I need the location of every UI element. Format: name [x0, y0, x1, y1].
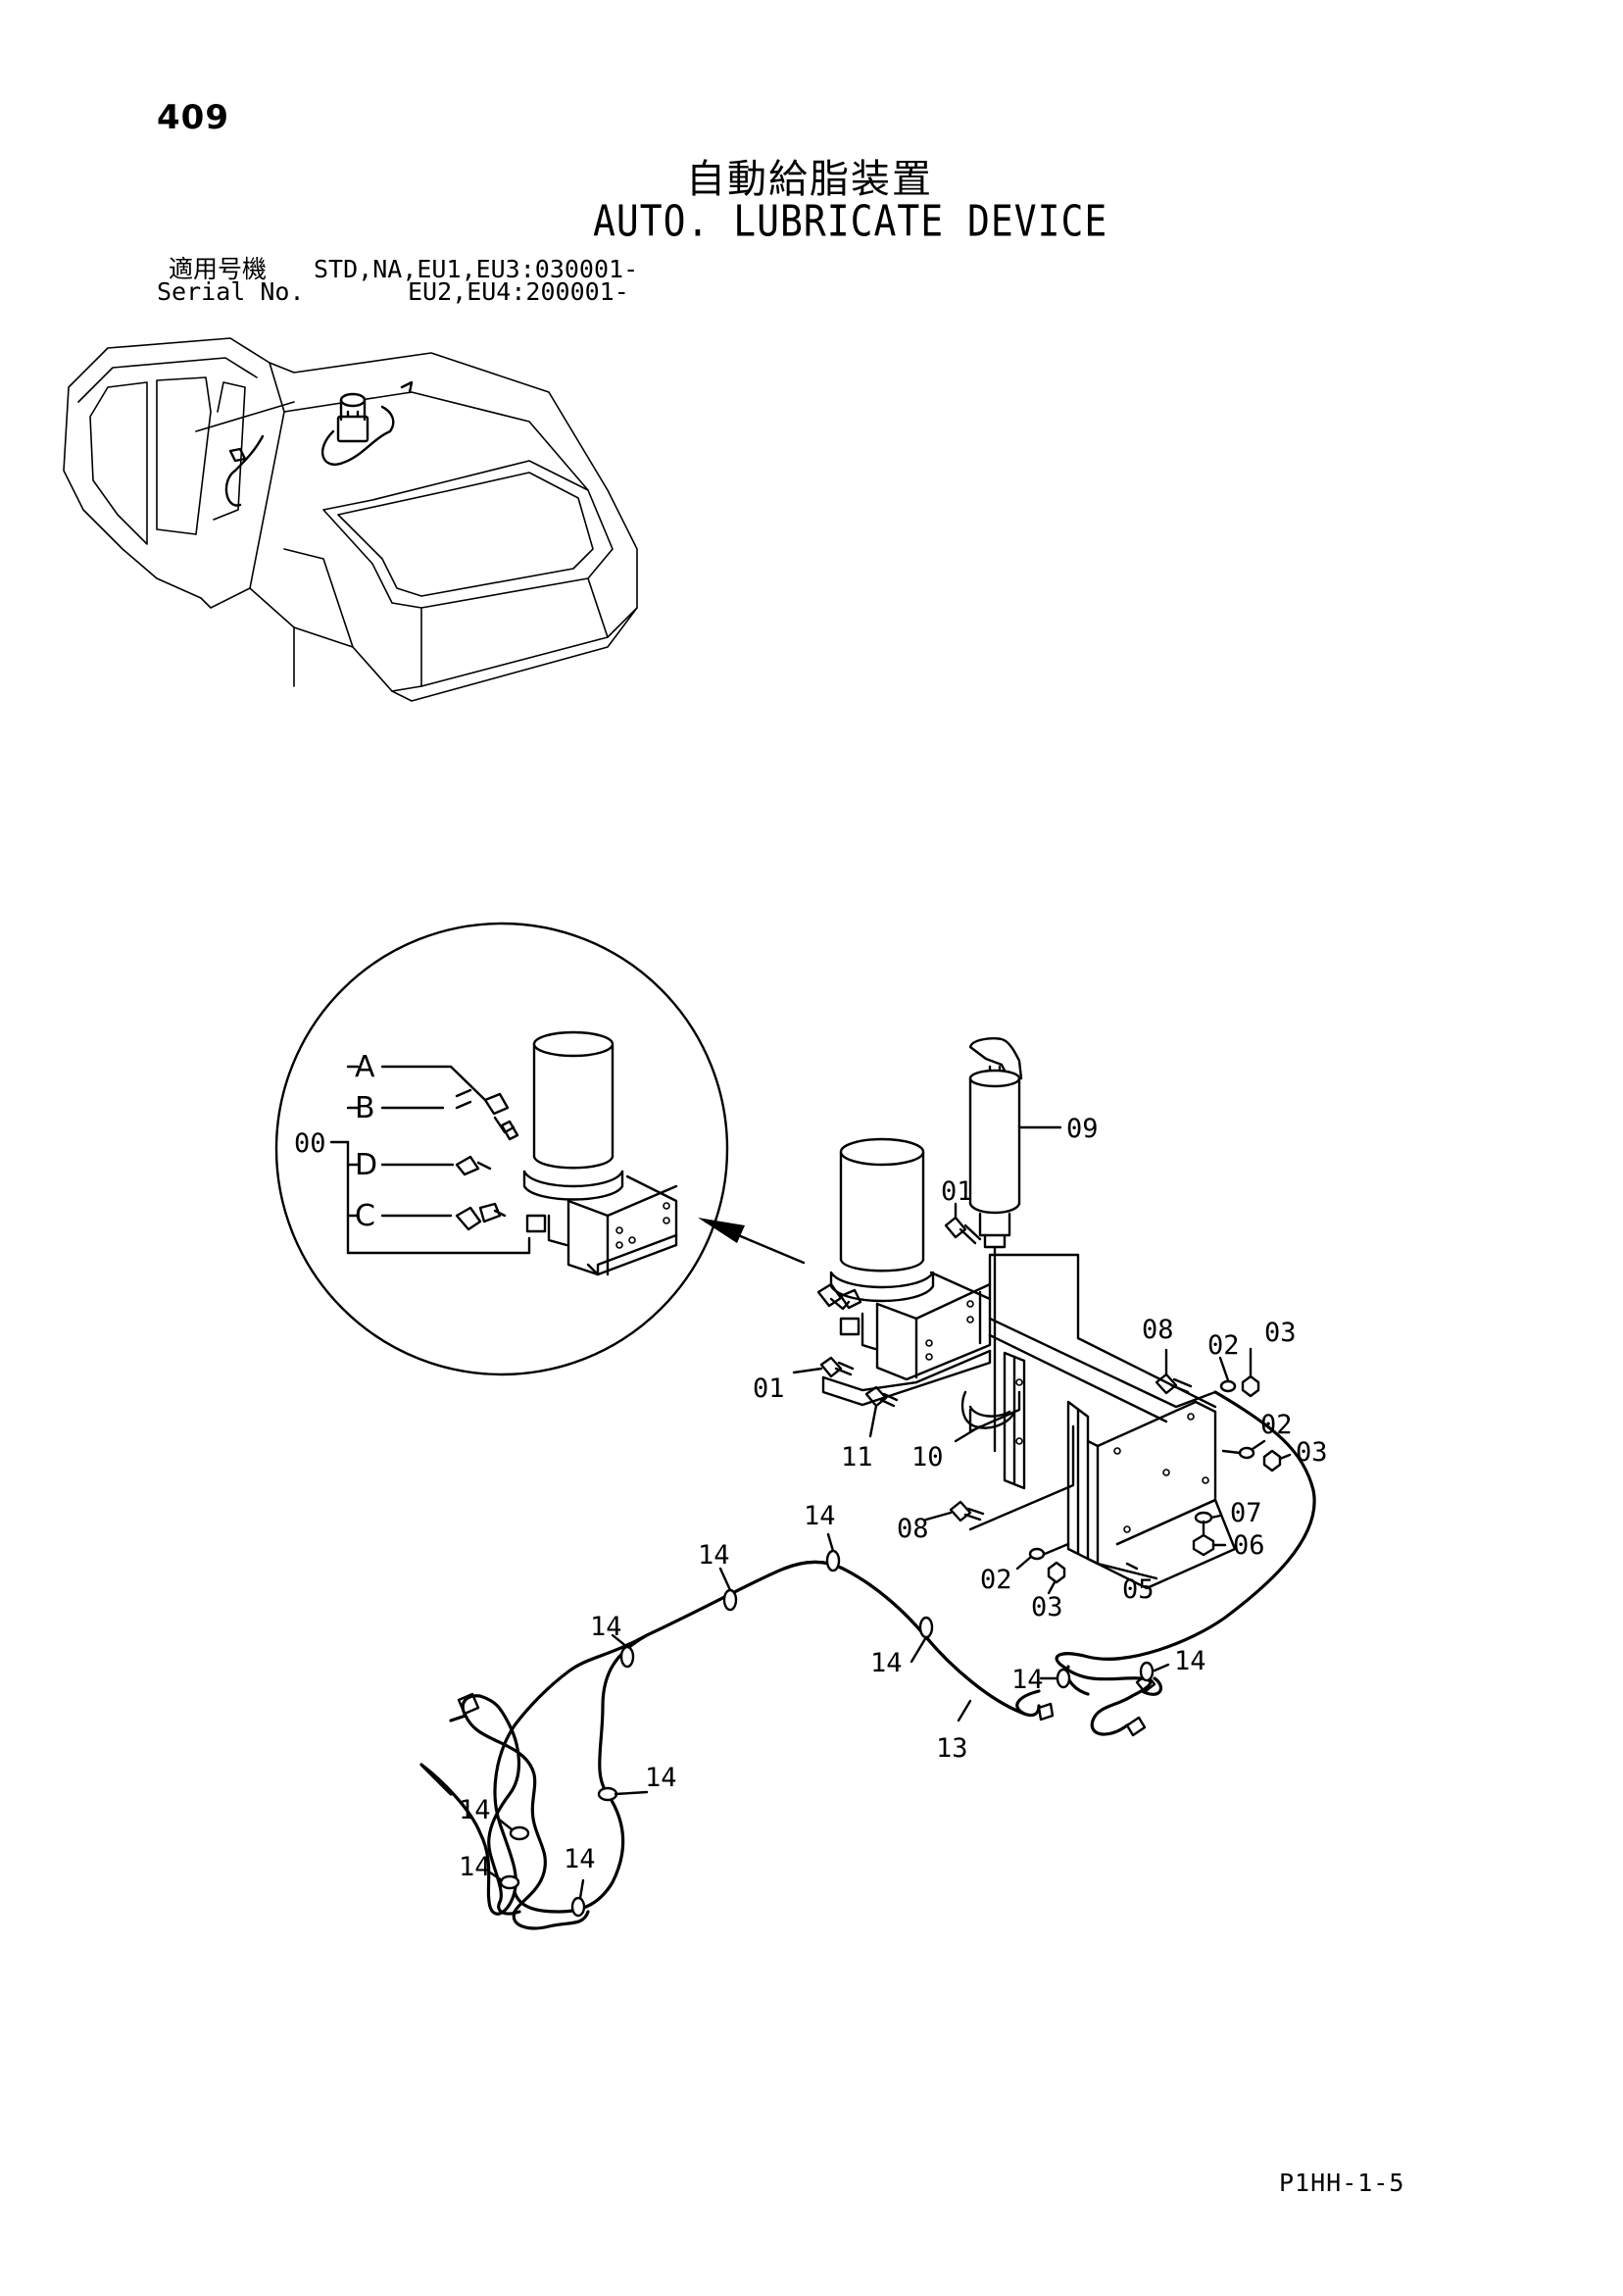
callout-09: 09 [1066, 1114, 1099, 1144]
title-japanese: 自動給脂装置 [686, 157, 933, 202]
callout-14-9: 14 [1011, 1665, 1044, 1695]
callout-01-upper: 01 [941, 1176, 973, 1207]
page-number: 409 [157, 98, 229, 137]
callout-02-mid: 02 [1260, 1410, 1293, 1440]
callout-03-top: 03 [1264, 1318, 1297, 1348]
callout-08-lower: 08 [897, 1514, 929, 1544]
serial-row-1: 適用号機 STD,NA,EU1,EU3:030001- [169, 250, 638, 285]
serial-label-en: Serial No. [157, 277, 305, 306]
callout-13: 13 [936, 1733, 968, 1764]
detail-label-a: A [355, 1050, 375, 1084]
callout-10: 10 [911, 1442, 944, 1472]
callout-06: 06 [1233, 1530, 1265, 1561]
callout-11: 11 [841, 1442, 873, 1472]
callout-03-low: 03 [1031, 1592, 1063, 1622]
callout-14-4: 14 [870, 1648, 903, 1678]
callout-14-2: 14 [698, 1540, 730, 1571]
callout-03-mid: 03 [1296, 1437, 1328, 1468]
callout-14-1: 14 [804, 1501, 836, 1531]
callout-05: 05 [1122, 1574, 1155, 1605]
serial-label-ja: 適用号機 [169, 255, 268, 283]
serial-value-2: EU2,EU4:200001- [408, 277, 629, 306]
machine-overview [63, 337, 638, 702]
callout-01-lower: 01 [753, 1373, 785, 1404]
callout-14-8: 14 [564, 1844, 596, 1874]
callout-labels: A B D C 00 01 01 09 08 08 02 03 02 03 02… [294, 1050, 1328, 1882]
pump-assembly [816, 1137, 1217, 1433]
detail-circle [274, 922, 806, 1376]
wire-harness [419, 1390, 1316, 1930]
detail-label-c: C [355, 1199, 375, 1233]
callout-07: 07 [1230, 1498, 1262, 1528]
callout-14-5: 14 [645, 1763, 677, 1793]
callout-08-upper: 08 [1142, 1315, 1174, 1345]
callout-14-7: 14 [459, 1852, 491, 1882]
serial-row-2: Serial No. EU2,EU4:200001- [157, 277, 629, 306]
hardware [792, 1202, 1292, 1595]
callout-00: 00 [294, 1128, 326, 1159]
callout-02-low: 02 [980, 1565, 1012, 1595]
callout-02-top: 02 [1207, 1330, 1240, 1361]
title-english: AUTO. LUBRICATE DEVICE [593, 196, 1108, 246]
detail-label-b: B [355, 1091, 375, 1125]
callout-14-3: 14 [590, 1612, 622, 1642]
callout-14-6: 14 [459, 1795, 491, 1825]
serial-value-1: STD,NA,EU1,EU3:030001- [314, 255, 639, 283]
detail-label-d: D [355, 1148, 377, 1182]
callout-14-10: 14 [1174, 1646, 1206, 1676]
footer-code: P1HH-1-5 [1279, 2169, 1405, 2197]
